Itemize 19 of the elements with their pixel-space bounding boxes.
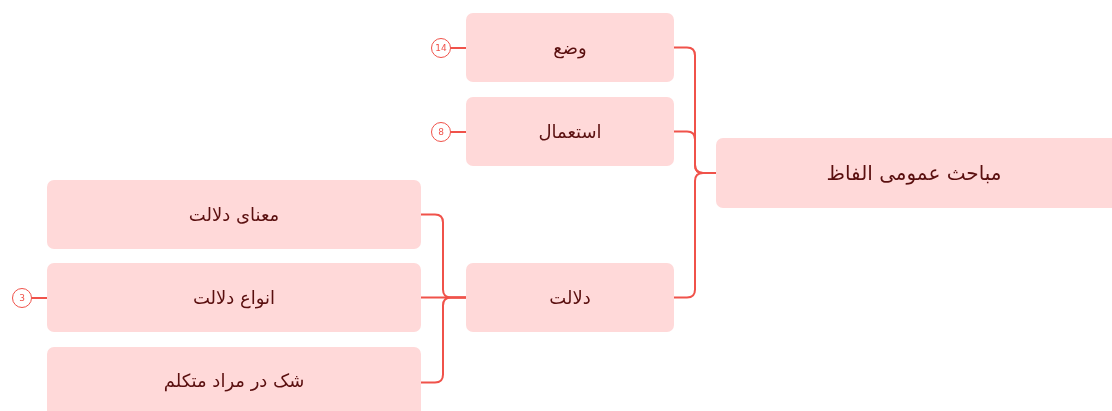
topic-label: دلالت [549, 287, 591, 308]
topic-box [466, 97, 674, 166]
topic-box [47, 347, 421, 411]
connector [420, 296, 467, 384]
topic-label: شک در مراد متکلم [163, 370, 305, 391]
topic-label: وضع [553, 37, 587, 58]
topic-label: انواع دلالت [192, 287, 276, 308]
count-badge: 8 [431, 121, 451, 142]
count-badge: 3 [12, 287, 32, 308]
topic-box [466, 263, 674, 332]
topic-box [466, 13, 674, 82]
topic-label: استعمال [538, 121, 602, 142]
connector [673, 172, 717, 299]
topic-box [716, 138, 1112, 208]
count-badge: 14 [431, 37, 451, 58]
topic-label: مباحث عمومی الفاظ [826, 161, 1002, 185]
topic-box [47, 180, 421, 249]
topic-label: معنای دلالت [188, 204, 280, 225]
topic-box [47, 263, 421, 332]
